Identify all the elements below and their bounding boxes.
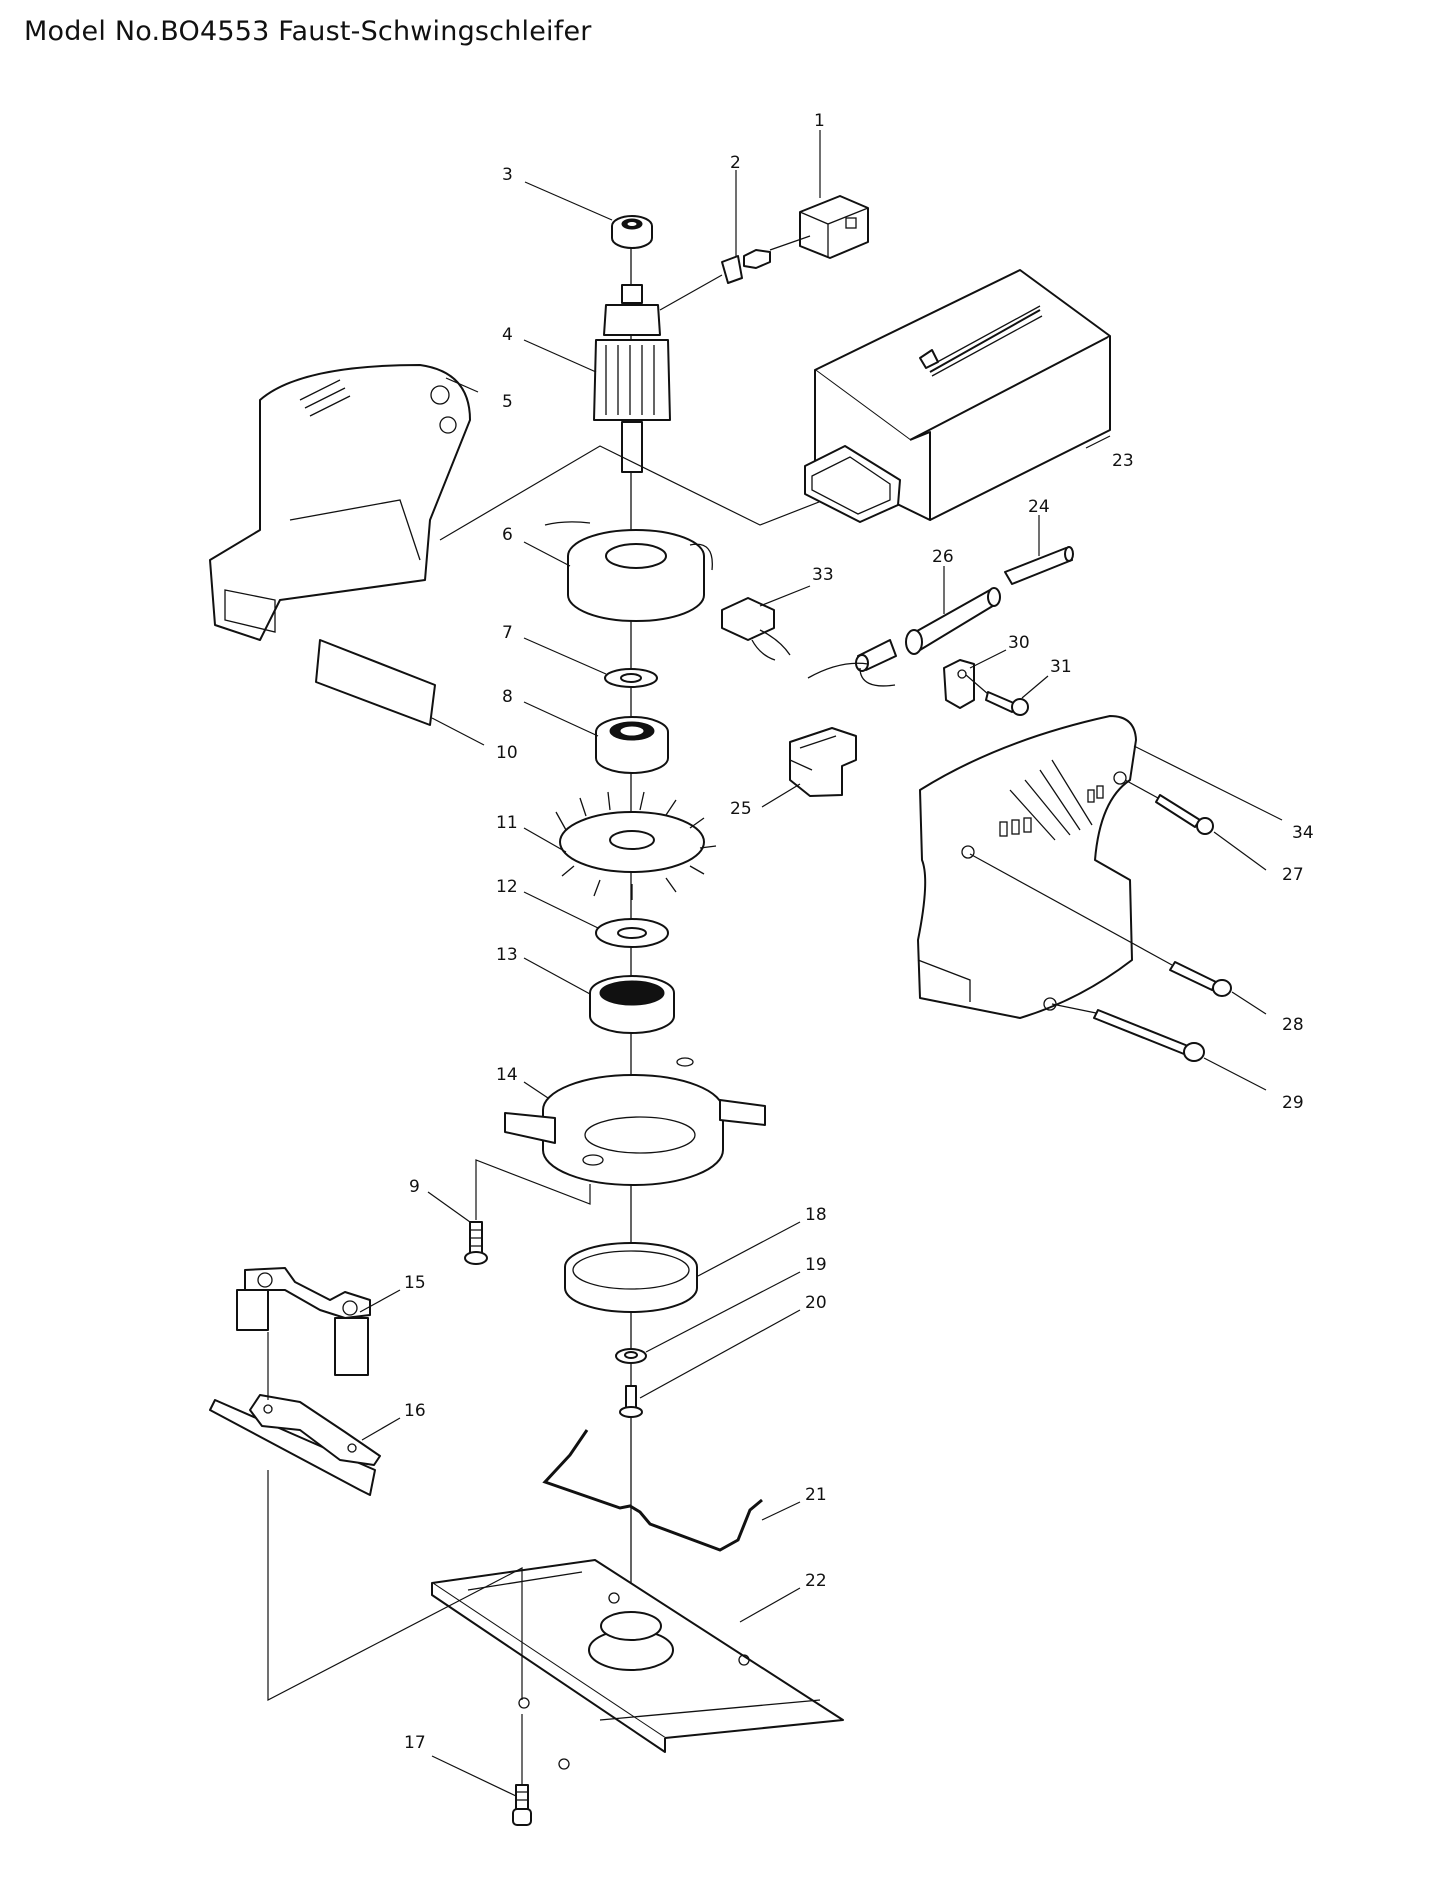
callout-12[interactable]: 12 bbox=[496, 877, 518, 897]
part-dust-bag[interactable] bbox=[804, 269, 1111, 523]
callout-15[interactable]: 15 bbox=[404, 1273, 426, 1293]
page-title: Model No.BO4553 Faust-Schwingschleifer bbox=[24, 16, 592, 47]
part-field[interactable] bbox=[544, 521, 713, 622]
callout-30[interactable]: 30 bbox=[1008, 633, 1030, 653]
callout-29[interactable]: 29 bbox=[1282, 1093, 1304, 1113]
callout-33[interactable]: 33 bbox=[812, 565, 834, 585]
part-pan-head-screw[interactable] bbox=[619, 1385, 643, 1418]
callout-22[interactable]: 22 bbox=[805, 1571, 827, 1591]
callout-7[interactable]: 7 bbox=[502, 623, 513, 643]
callout-17[interactable]: 17 bbox=[404, 1733, 426, 1753]
part-pad[interactable] bbox=[431, 1559, 844, 1770]
part-tapping-screw-9[interactable] bbox=[464, 1159, 591, 1265]
part-screw-17[interactable] bbox=[512, 1714, 532, 1826]
callout-5[interactable]: 5 bbox=[502, 392, 513, 412]
callout-9[interactable]: 9 bbox=[409, 1177, 420, 1197]
callout-4[interactable]: 4 bbox=[502, 325, 513, 345]
part-cord[interactable] bbox=[1004, 546, 1074, 585]
callout-34[interactable]: 34 bbox=[1292, 823, 1314, 843]
callouts: 1 2 3 4 5 6 7 8 9 10 11 12 13 14 15 16 1 bbox=[359, 111, 1314, 1797]
part-washer-small[interactable] bbox=[615, 1348, 647, 1364]
callout-20[interactable]: 20 bbox=[805, 1293, 827, 1313]
part-strain-relief[interactable] bbox=[943, 659, 975, 709]
part-switch[interactable] bbox=[789, 727, 857, 797]
callout-13[interactable]: 13 bbox=[496, 945, 518, 965]
part-carbon-brush[interactable] bbox=[659, 249, 771, 311]
part-tapping-screw-29[interactable] bbox=[1051, 1003, 1205, 1062]
part-bearing-box[interactable] bbox=[589, 975, 675, 1034]
part-ball-bearing-top[interactable] bbox=[611, 215, 653, 249]
part-washer[interactable] bbox=[595, 918, 669, 948]
callout-8[interactable]: 8 bbox=[502, 687, 513, 707]
part-fan[interactable] bbox=[555, 791, 717, 900]
part-bearing-retainer[interactable] bbox=[504, 1057, 766, 1186]
part-housing-half-right[interactable] bbox=[917, 715, 1137, 1019]
callout-2[interactable]: 2 bbox=[730, 153, 741, 173]
callout-24[interactable]: 24 bbox=[1028, 497, 1050, 517]
part-name-plate[interactable] bbox=[315, 639, 436, 726]
pad-support-leaders bbox=[267, 1332, 523, 1701]
callout-16[interactable]: 16 bbox=[404, 1401, 426, 1421]
part-tapping-screw-28[interactable] bbox=[969, 853, 1232, 997]
part-tapping-screw-27[interactable] bbox=[1124, 779, 1214, 835]
part-rubber-ring[interactable] bbox=[564, 1242, 698, 1313]
callout-6[interactable]: 6 bbox=[502, 525, 513, 545]
part-cord-guard[interactable] bbox=[807, 587, 1001, 687]
callout-14[interactable]: 14 bbox=[496, 1065, 518, 1085]
callout-26[interactable]: 26 bbox=[932, 547, 954, 567]
callout-25[interactable]: 25 bbox=[730, 799, 752, 819]
callout-21[interactable]: 21 bbox=[805, 1485, 827, 1505]
callout-27[interactable]: 27 bbox=[1282, 865, 1304, 885]
callout-31[interactable]: 31 bbox=[1050, 657, 1072, 677]
part-pad-support[interactable] bbox=[236, 1267, 371, 1376]
callout-11[interactable]: 11 bbox=[496, 813, 518, 833]
part-flat-washer[interactable] bbox=[604, 668, 658, 688]
callout-10[interactable]: 10 bbox=[496, 743, 518, 763]
assembly-leaders bbox=[439, 445, 861, 541]
part-clamp-lever[interactable] bbox=[209, 1394, 381, 1496]
callout-23[interactable]: 23 bbox=[1112, 451, 1134, 471]
part-wire-spring[interactable] bbox=[542, 1429, 763, 1552]
callout-18[interactable]: 18 bbox=[805, 1205, 827, 1225]
part-housing-half-left[interactable] bbox=[209, 364, 471, 641]
part-ball-bearing[interactable] bbox=[595, 716, 669, 774]
part-noise-suppressor[interactable] bbox=[721, 597, 791, 661]
callout-19[interactable]: 19 bbox=[805, 1255, 827, 1275]
part-tapping-screw-31[interactable] bbox=[965, 674, 1029, 716]
callout-1[interactable]: 1 bbox=[814, 111, 825, 131]
callout-28[interactable]: 28 bbox=[1282, 1015, 1304, 1035]
part-connector-block[interactable] bbox=[769, 195, 869, 259]
part-armature[interactable] bbox=[593, 284, 671, 473]
callout-3[interactable]: 3 bbox=[502, 165, 513, 185]
